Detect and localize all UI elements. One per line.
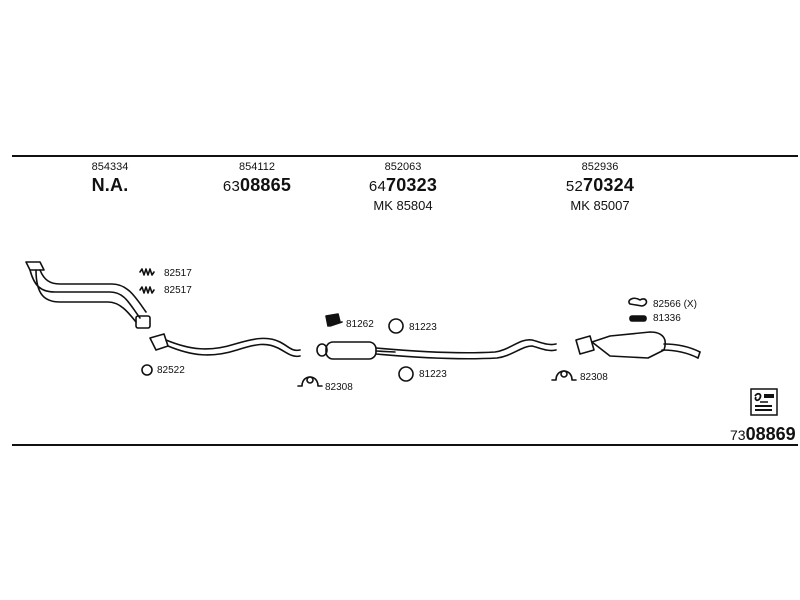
bracket-icon xyxy=(325,313,343,327)
footer-main: 08869 xyxy=(745,424,796,444)
label-ring-mid-bottom: 81223 xyxy=(419,369,447,380)
label-gasket-a: 82517 xyxy=(164,268,192,279)
column-1-part: N.A. xyxy=(91,175,129,195)
bottom-rule xyxy=(12,444,798,446)
footer-prefix: 73 xyxy=(730,427,746,443)
label-mount-rear: 81336 xyxy=(653,313,681,324)
column-3: 852063 6470323 MK 85804 xyxy=(369,160,437,214)
label-bracket: 81262 xyxy=(346,319,374,330)
centre-muffler-icon xyxy=(316,339,557,360)
ring-icon xyxy=(388,318,404,334)
column-2-part: 6308865 xyxy=(223,174,291,198)
clamp-icon xyxy=(551,370,577,381)
column-4-part: 5270324 xyxy=(566,174,634,198)
column-2: 854112 6308865 xyxy=(223,160,291,198)
label-gasket-b: 82517 xyxy=(164,285,192,296)
clamp-icon xyxy=(297,376,323,387)
column-4: 852936 5270324 MK 85007 xyxy=(566,160,634,214)
label-rubber-x: 82566 (X) xyxy=(653,299,697,310)
label-ring-mid-top: 81223 xyxy=(409,322,437,333)
column-4-mk: MK 85007 xyxy=(570,198,630,213)
ring-icon xyxy=(141,364,153,376)
column-2-ref: 854112 xyxy=(239,161,275,173)
front-pipe-icon xyxy=(149,333,301,358)
column-1-ref: 854334 xyxy=(91,161,129,173)
column-4-ref: 852936 xyxy=(581,161,619,173)
column-3-part-main: 70323 xyxy=(386,175,438,195)
column-4-part-prefix: 52 xyxy=(565,178,584,195)
column-2-part-main: 08865 xyxy=(240,175,292,195)
column-3-ref: 852063 xyxy=(384,161,422,173)
column-1: 854334 N.A. xyxy=(92,160,129,196)
label-clamp-rear: 82308 xyxy=(580,372,608,383)
logo-icon xyxy=(750,388,778,416)
footer-part-number: 7308869 xyxy=(730,424,796,445)
rear-muffler-icon xyxy=(575,331,701,359)
rubber-mount-icon xyxy=(628,297,648,307)
ring-icon xyxy=(398,366,414,382)
label-ring-front: 82522 xyxy=(157,365,185,376)
gasket-icon xyxy=(139,268,155,294)
column-2-part-prefix: 63 xyxy=(222,178,241,195)
column-3-mk: MK 85804 xyxy=(373,198,433,213)
label-clamp-mid: 82308 xyxy=(325,382,353,393)
front-downpipe-icon xyxy=(25,261,151,329)
rear-mount-icon xyxy=(629,315,647,322)
column-3-part: 6470323 xyxy=(369,174,437,198)
column-4-part-main: 70324 xyxy=(583,175,635,195)
top-rule xyxy=(12,155,798,157)
column-3-part-prefix: 64 xyxy=(368,178,387,195)
